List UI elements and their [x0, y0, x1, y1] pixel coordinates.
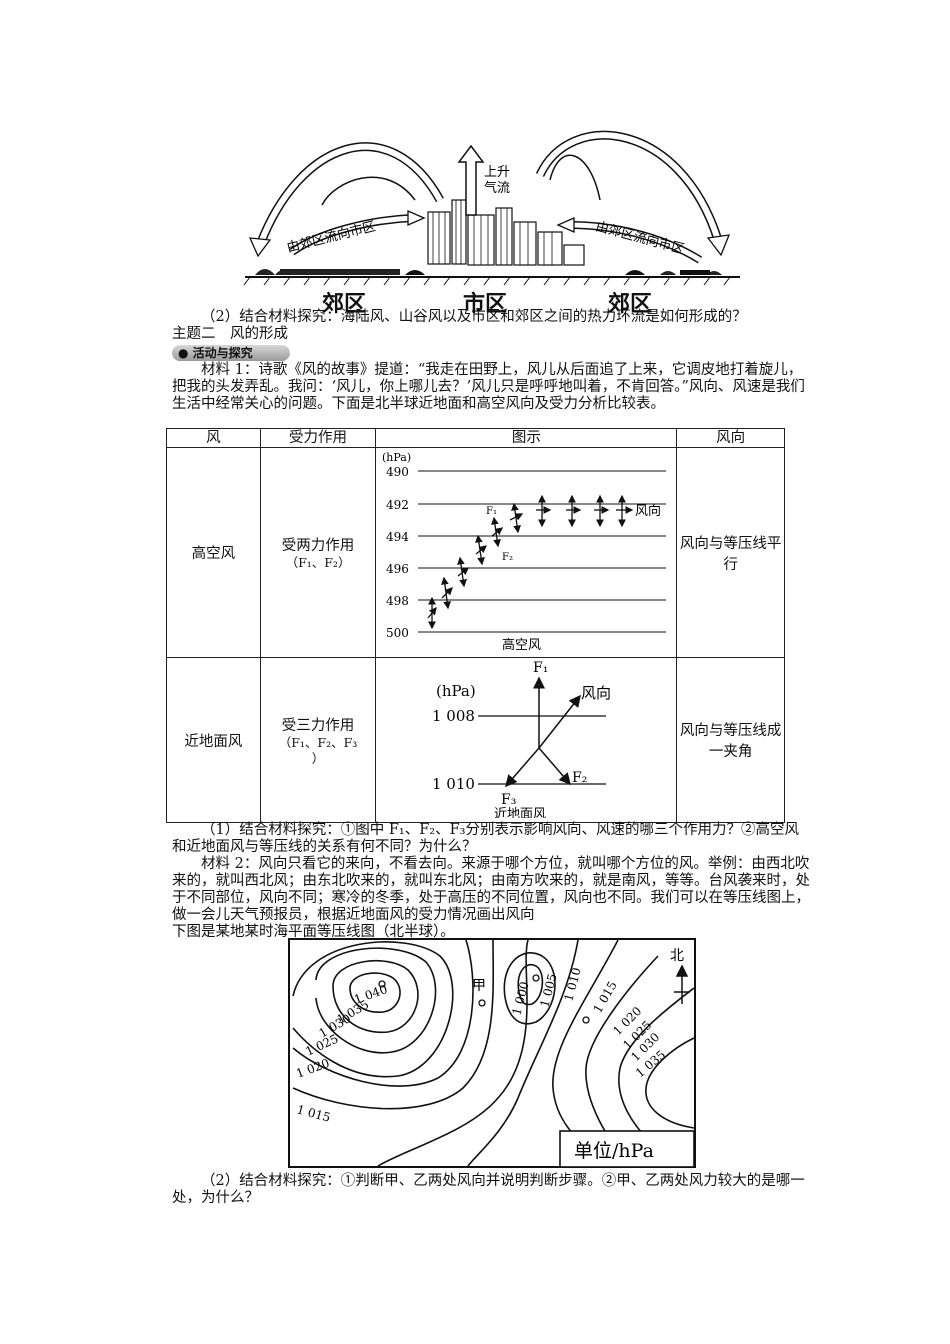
- upper-force-line-2: （F₁、F₂）: [285, 555, 351, 570]
- surface-f2-label: F₂: [572, 770, 587, 786]
- surface-force-line-2: （F₁、F₂、F₃: [278, 734, 358, 750]
- unit-label: 单位/hPa: [574, 1140, 654, 1162]
- table-row-upper-wind: 高空风 受两力作用 （F₁、F₂） (hPa) 490 4: [166, 447, 785, 658]
- upper-force-line-1: 受两力作用: [281, 538, 355, 554]
- surface-f3-label: F₃: [501, 792, 516, 808]
- surface-wind-label: 风向: [581, 684, 611, 702]
- activity-badge: ● 活动与探究: [172, 345, 290, 361]
- surface-force-line-3: ）: [311, 750, 325, 766]
- zone-right-label: 郊区: [608, 292, 653, 317]
- wind-comparison-table: 风 受力作用 图示 风向 高空风 受两力作用 （F₁、F₂） (hPa): [166, 428, 785, 823]
- rise-label-1: 上升: [484, 165, 510, 180]
- header-diagram: 图示: [375, 428, 678, 448]
- isobar-494: 494: [386, 530, 409, 544]
- isobar-1008: 1 008: [432, 707, 475, 725]
- question-1-forces: （1）结合材料探究：①图中 F₁、F₂、F₃分别表示影响风向、风速的哪三个作用力…: [172, 822, 799, 855]
- surface-wind-forces: 受三力作用 （F₁、F₂、F₃ ）: [259, 657, 377, 823]
- upper-f1-label: F₁: [486, 506, 497, 517]
- upper-wind-direction: 风向与等压线平行: [676, 447, 785, 658]
- upper-wind-forces: 受两力作用 （F₁、F₂）: [259, 447, 377, 658]
- table-row-surface-wind: 近地面风 受三力作用 （F₁、F₂、F₃ ） (hPa) 1 008 1 010: [166, 657, 785, 823]
- isobar-map: 甲 1 040 1 035 1 030 1 025 1 020 1 015 1 …: [288, 938, 696, 1168]
- surface-wind-diagram-cell: (hPa) 1 008 1 010 F₁ 风向 F₂ F₃ 近地面风: [375, 657, 678, 823]
- topic-2-title: 主题二 风的形成: [172, 326, 288, 342]
- rise-label-2: 气流: [484, 180, 510, 196]
- surface-wind-diagram: (hPa) 1 008 1 010 F₁ 风向 F₂ F₃ 近地面风: [432, 660, 611, 822]
- surface-wind-direction: 风向与等压线成一夹角: [676, 657, 785, 823]
- surface-force-line-1: 受三力作用: [281, 717, 355, 734]
- table-header-row: 风 受力作用 图示 风向: [166, 428, 785, 448]
- right-flow-label: 由郊区流向市区: [594, 218, 686, 257]
- isobar-500: 500: [386, 626, 409, 640]
- surface-unit-label: (hPa): [436, 682, 476, 700]
- north-label: 北: [670, 948, 684, 964]
- isobar-496: 496: [386, 562, 409, 576]
- header-direction: 风向: [676, 428, 785, 448]
- zone-center-label: 市区: [463, 292, 508, 317]
- upper-f2-label: F₂: [502, 552, 513, 563]
- surface-f1-label: F₁: [533, 660, 548, 676]
- material-2-text: 材料 2：风向只看它的来向，不看去向。来源于哪个方位，就叫哪个方位的风。举例：由…: [172, 856, 810, 923]
- isobar-490: 490: [386, 465, 409, 479]
- upper-wind-name: 高空风: [166, 447, 261, 658]
- left-flow-label: 由郊区流向市区: [285, 218, 377, 256]
- upper-wind-diagram-cell: (hPa) 490 492 494 496 498 500: [375, 447, 678, 658]
- header-force: 受力作用: [259, 428, 377, 448]
- header-wind: 风: [166, 428, 261, 448]
- isobar-492: 492: [386, 498, 409, 512]
- zone-left-label: 郊区: [322, 292, 367, 317]
- upper-unit-label: (hPa): [382, 451, 411, 464]
- upper-wind-diagram: (hPa) 490 492 494 496 498 500: [382, 451, 667, 653]
- isobar-1010: 1 010: [432, 775, 475, 793]
- question-2-heat-circulation: （2）结合材料探究：海陆风、山谷风以及市区和郊区之间的热力环流是如何形成的？: [201, 309, 747, 325]
- material-1-text: 材料 1：诗歌《风的故事》提道：“我走在田野上，风儿从后面追了上来，它调皮地打着…: [172, 362, 805, 412]
- question-2-map: （2）结合材料探究：①判断甲、乙两处风向并说明判断步骤。②甲、乙两处风力较大的是…: [172, 1173, 805, 1206]
- surface-wind-name: 近地面风: [166, 657, 261, 823]
- urban-circulation-figure: 上升 气流 由郊区流向市区 由郊区流向市区: [243, 130, 740, 286]
- north-arrow-icon: [674, 964, 690, 1004]
- upper-wind-label: 风向: [635, 503, 661, 519]
- map-intro: 下图是某地某时海平面等压线图（北半球）。: [172, 924, 455, 940]
- upper-caption: 高空风: [502, 637, 541, 653]
- surface-caption: 近地面风: [494, 807, 546, 818]
- jia-label: 甲: [472, 978, 486, 994]
- isobar-498: 498: [386, 594, 409, 608]
